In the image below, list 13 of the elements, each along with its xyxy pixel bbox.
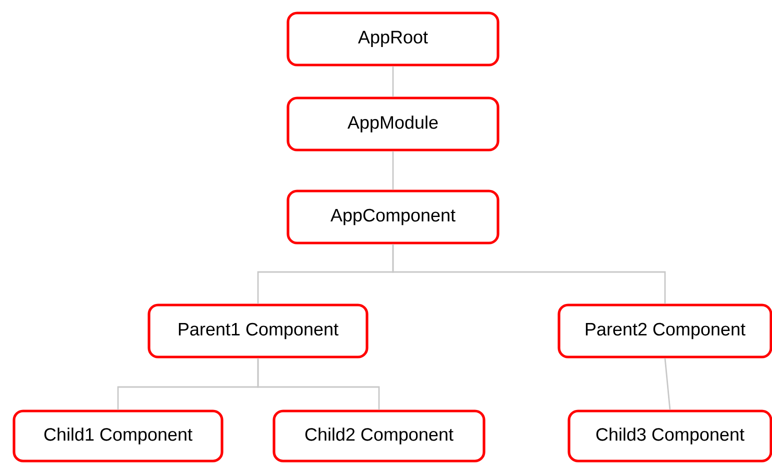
component-box: Child1 Component [12, 410, 224, 462]
connector-line [664, 358, 671, 410]
component-box: Child2 Component [272, 410, 486, 462]
component-box: AppModule [286, 96, 500, 152]
component-box: AppComponent [286, 190, 500, 244]
component-box: Child3 Component [568, 410, 772, 462]
component-box: Parent2 Component [558, 304, 772, 358]
connector-line [392, 151, 394, 190]
component-box: Parent1 Component [148, 304, 368, 358]
component-box: AppRoot [286, 12, 500, 66]
connector-line [392, 66, 394, 97]
connector-line [257, 358, 380, 410]
connector-line [392, 244, 666, 304]
